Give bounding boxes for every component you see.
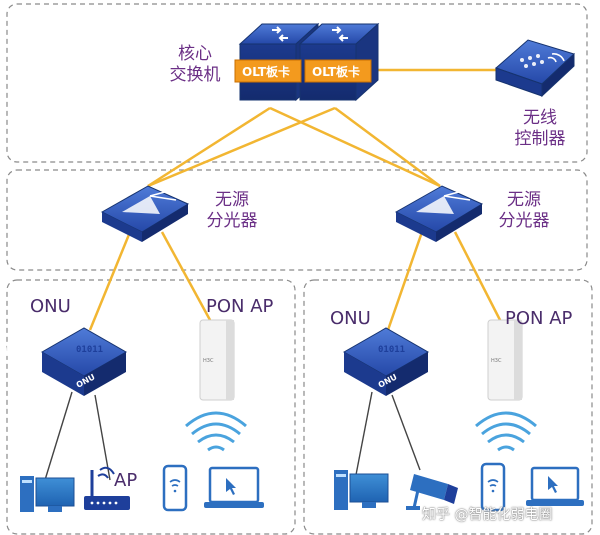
pon-ap-1-label: PON AP — [206, 296, 274, 317]
smartphone-1-icon — [162, 464, 188, 512]
cable-onu1-pc — [44, 391, 73, 481]
splitter-2-icon — [394, 185, 484, 242]
cable-onu1-router — [94, 394, 111, 481]
splitter-1-label-line2: 分光器 — [206, 211, 258, 231]
fiber-core-left-to-splitter-1 — [147, 106, 271, 188]
pon-ap-2-icon — [487, 319, 523, 401]
onu-1-icon: 01011 — [5, 327, 128, 396]
fiber-splitter-1-to-ponap-1 — [160, 231, 212, 321]
wireless-controller-label-line2: 控制器 — [514, 129, 566, 149]
core-switch-label-line1: 核心 — [178, 44, 212, 64]
wifi-waves-1-icon — [185, 411, 247, 452]
laptop-2-icon — [526, 466, 584, 506]
wireless-controller-label-line1: 无线 — [523, 108, 557, 128]
fiber-links — [88, 68, 502, 331]
fiber-splitter-2-to-onu-2 — [386, 231, 424, 331]
splitter-2-label-line2: 分光器 — [498, 211, 550, 231]
wireless-router-icon — [84, 466, 130, 510]
laptop-1-icon — [204, 466, 264, 508]
splitter-1-label: 无源 分光器 — [198, 190, 266, 232]
core-switch-label-line2: 交换机 — [169, 65, 221, 85]
splitter-2-label: 无源 分光器 — [490, 190, 558, 232]
core-switch-icon — [234, 22, 380, 102]
fiber-core-right-to-splitter-2 — [334, 106, 441, 188]
fiber-splitter-1-to-onu-1 — [88, 231, 132, 331]
wifi-waves-2-icon — [475, 411, 537, 452]
onu-2-label: ONU — [330, 308, 371, 329]
wireless-controller-label: 无线 控制器 — [500, 108, 580, 150]
cable-onu2-pc — [354, 391, 373, 481]
onu-1-label: ONU — [30, 296, 71, 317]
fiber-core-right-to-splitter-1 — [147, 106, 336, 188]
pon-ap-1-brand: H3C — [203, 358, 214, 364]
splitter-2-label-line1: 无源 — [507, 190, 541, 210]
pon-ap-1-icon — [199, 319, 235, 401]
olt-card-1 — [234, 59, 302, 83]
onu-2-icon: 01011 — [307, 327, 430, 396]
desktop-pc-1-icon — [20, 476, 75, 512]
fiber-splitter-2-to-ponap-2 — [453, 231, 502, 321]
security-camera-icon — [406, 474, 458, 510]
smartphone-2-icon — [480, 462, 506, 512]
desktop-pc-2-icon — [334, 470, 389, 510]
olt-card-2 — [304, 59, 372, 83]
access-zone-right-border — [303, 279, 593, 535]
splitter-1-icon — [100, 185, 190, 242]
svg-text:01011: 01011 — [76, 345, 103, 355]
pon-ap-2-brand: H3C — [491, 358, 502, 364]
access-zone-left-border — [6, 279, 296, 535]
olt-card-2-label: OLT板卡 — [312, 64, 360, 79]
watermark: 知乎 @智能化弱电圈 — [422, 507, 553, 523]
core-switch-label: 核心 交换机 — [160, 44, 230, 86]
ethernet-links — [44, 391, 421, 481]
core-zone-border — [6, 3, 588, 163]
svg-text:01011: 01011 — [378, 345, 405, 355]
splitter-1-label-line1: 无源 — [215, 190, 249, 210]
wireless-controller-icon — [495, 39, 575, 98]
fiber-core-left-to-splitter-2 — [269, 106, 441, 188]
ap-label: AP — [114, 470, 138, 491]
aggregation-zone-border — [6, 169, 588, 271]
cable-onu2-camera — [391, 394, 421, 471]
pon-ap-2-label: PON AP — [505, 308, 573, 329]
olt-card-1-label: OLT板卡 — [242, 64, 290, 79]
